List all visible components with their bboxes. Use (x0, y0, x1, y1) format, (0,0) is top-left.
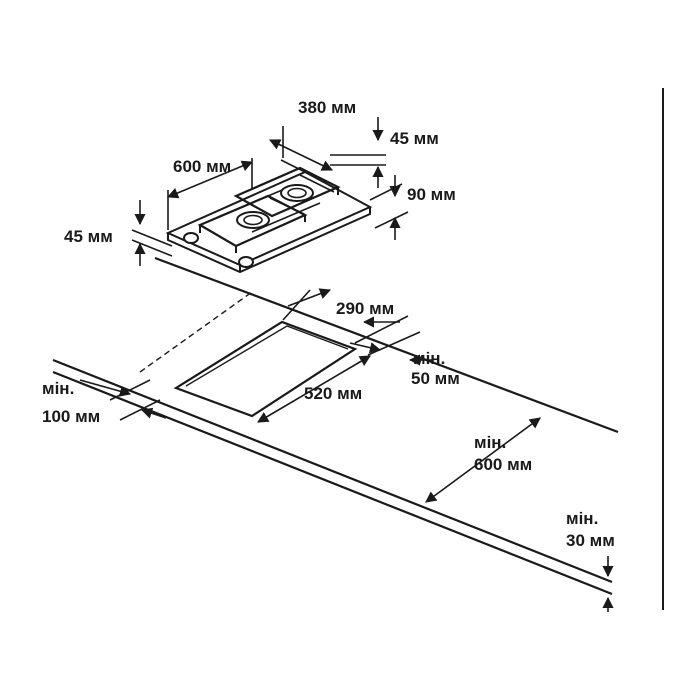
label-cutout-side-clearance: 290 мм (336, 299, 394, 318)
label-hob-width: 600 мм (173, 157, 231, 176)
worktop-cutout (173, 320, 358, 418)
label-hob-depth: 380 мм (298, 98, 356, 117)
label-hob-height: 45 мм (64, 227, 113, 246)
label-cutout-depth: 520 мм (304, 384, 362, 403)
worktop-front-edge (52, 358, 613, 584)
label-min-wall-prefix: мін. (474, 433, 506, 452)
burner-rear (280, 184, 314, 202)
gas-hob (165, 166, 373, 274)
label-min-rear-prefix: мін. (413, 349, 445, 368)
label-min-rear-value: 50 мм (411, 369, 460, 388)
label-burner-top-height: 45 мм (390, 129, 439, 148)
label-min-worktop-value: 30 мм (566, 531, 615, 550)
control-knob-right (238, 256, 254, 268)
control-knob-left (183, 232, 199, 244)
label-below-hob-height: 90 мм (407, 185, 456, 204)
burner-front (236, 211, 270, 229)
label-min-front-prefix: мін. (42, 379, 74, 398)
label-min-wall-value: 600 мм (474, 455, 532, 474)
label-min-worktop-prefix: мін. (566, 509, 598, 528)
label-min-front-value: 100 мм (42, 407, 100, 426)
